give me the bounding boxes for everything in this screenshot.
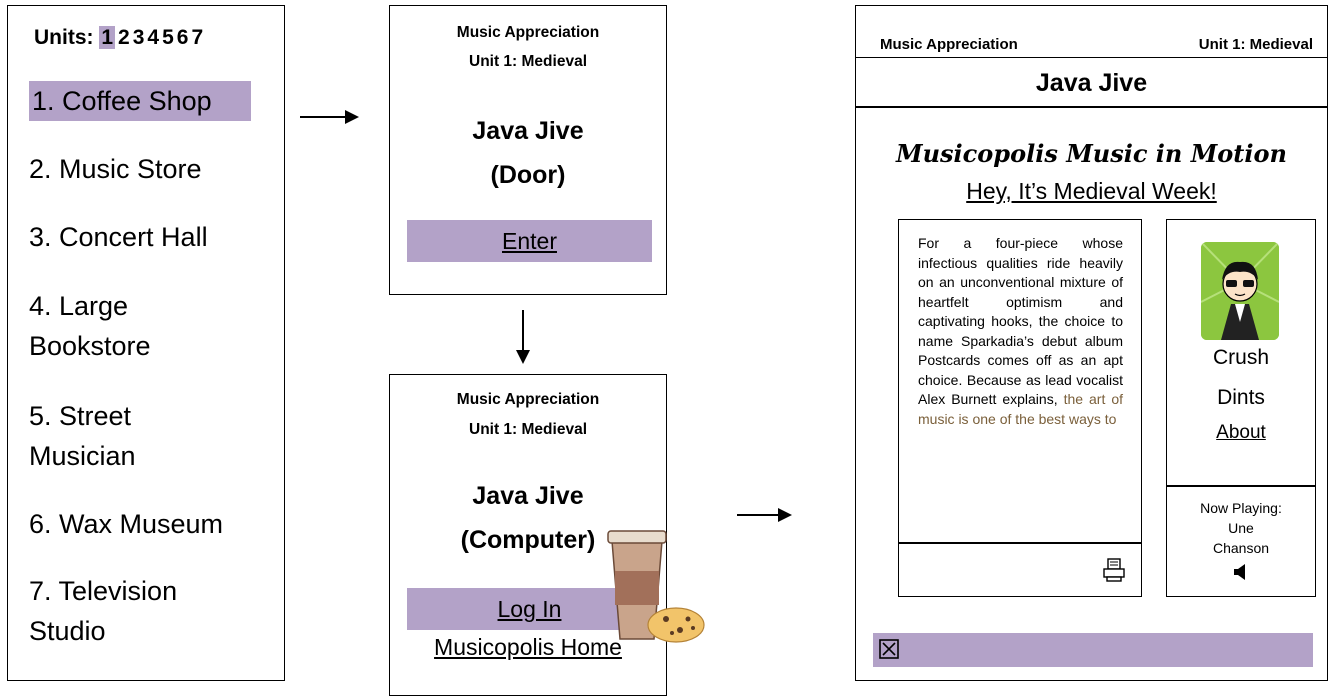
home-link[interactable]: Musicopolis Home bbox=[390, 630, 666, 664]
unit-tab-2[interactable]: 2 bbox=[118, 26, 130, 49]
coffee-cup-icon bbox=[607, 530, 705, 643]
header-divider bbox=[856, 57, 1327, 58]
login-button[interactable]: Log In bbox=[407, 588, 652, 630]
menu-item-label: 3. Concert Hall bbox=[29, 222, 208, 252]
article-text: For a four-piece whose infectious qualit… bbox=[918, 234, 1123, 429]
article-body: For a four-piece whose infectious qualit… bbox=[918, 235, 1123, 407]
footer-bar bbox=[873, 633, 1313, 667]
unit-title: Unit 1: Medieval bbox=[469, 53, 587, 70]
flow-arrow-down bbox=[516, 310, 530, 364]
view-title: (Door) bbox=[490, 161, 566, 189]
menu-item-label: 2. Music Store bbox=[29, 154, 202, 184]
unit-tab-1[interactable]: 1 bbox=[99, 26, 116, 49]
header-unit: Unit 1: Medieval bbox=[1198, 36, 1313, 53]
menu-item-label-line2: Musician bbox=[29, 441, 136, 471]
avatar[interactable] bbox=[1201, 242, 1279, 340]
article-divider bbox=[899, 542, 1141, 544]
place-title: Java Jive bbox=[472, 482, 584, 510]
menu-item-music-store[interactable]: 2. Music Store bbox=[29, 149, 202, 189]
enter-button[interactable]: Enter bbox=[407, 220, 652, 262]
artist-box: Crush Dints About Now Playing: Une Chans… bbox=[1166, 219, 1316, 597]
header-divider bbox=[856, 106, 1327, 108]
unit-title: Unit 1: Medieval bbox=[469, 421, 587, 438]
login-button-label: Log In bbox=[497, 596, 562, 622]
song-title-line2: Chanson bbox=[1212, 540, 1270, 556]
now-playing-label: Now Playing: bbox=[1200, 500, 1282, 516]
menu-item-television-studio[interactable]: 7. Television Studio bbox=[29, 571, 177, 651]
unit-tab-6[interactable]: 6 bbox=[176, 26, 189, 49]
menu-item-label: 1. Coffee Shop bbox=[32, 86, 212, 116]
menu-item-label-line2: Studio bbox=[29, 616, 106, 646]
menu-item-concert-hall[interactable]: 3. Concert Hall bbox=[29, 217, 208, 257]
menu-item-label: 6. Wax Museum bbox=[29, 509, 224, 539]
header-course: Music Appreciation bbox=[880, 36, 1018, 53]
door-screen-panel: Music Appreciation Unit 1: Medieval Java… bbox=[389, 5, 667, 295]
news-page-panel: Music Appreciation Unit 1: Medieval Java… bbox=[855, 5, 1328, 681]
view-title: (Computer) bbox=[460, 526, 596, 554]
place-title: Java Jive bbox=[472, 117, 584, 145]
menu-item-large-bookstore[interactable]: 4. Large Bookstore bbox=[29, 286, 151, 366]
print-icon[interactable] bbox=[1103, 558, 1125, 582]
menu-item-label-line2: Bookstore bbox=[29, 331, 151, 361]
article-link[interactable]: the art of music is one of the best ways… bbox=[918, 391, 1123, 427]
headline-link[interactable]: Hey, It’s Medieval Week! bbox=[966, 178, 1217, 204]
close-icon[interactable] bbox=[879, 639, 899, 659]
unit-tab-7[interactable]: 7 bbox=[191, 26, 204, 49]
menu-item-label: 5. Street bbox=[29, 401, 132, 431]
artist-divider bbox=[1167, 485, 1315, 487]
speaker-icon[interactable] bbox=[1233, 564, 1247, 580]
artist-name-line2: Dints bbox=[1217, 386, 1265, 409]
artist-avatar-icon bbox=[1201, 242, 1279, 340]
unit-tab-5[interactable]: 5 bbox=[162, 26, 174, 49]
menu-item-street-musician[interactable]: 5. Street Musician bbox=[29, 396, 136, 476]
page-title: Java Jive bbox=[1035, 69, 1148, 97]
unit-tab-3[interactable]: 3 bbox=[132, 26, 145, 49]
enter-button-label: Enter bbox=[502, 228, 557, 254]
course-title: Music Appreciation bbox=[456, 24, 600, 41]
publication-title: Musicopolis Music in Motion bbox=[896, 139, 1287, 168]
course-title: Music Appreciation bbox=[456, 391, 600, 408]
menu-item-wax-museum[interactable]: 6. Wax Museum bbox=[29, 504, 223, 544]
units-label: Units: bbox=[34, 26, 94, 49]
flow-arrow-right-2 bbox=[737, 508, 792, 522]
computer-screen-panel: Music Appreciation Unit 1: Medieval Java… bbox=[389, 374, 705, 696]
artist-name: Crush bbox=[1212, 346, 1270, 369]
song-title: Une bbox=[1228, 520, 1254, 536]
menu-item-coffee-shop[interactable]: 1. Coffee Shop bbox=[29, 81, 251, 121]
menu-item-label: 7. Television bbox=[29, 576, 178, 606]
menu-item-label: 4. Large bbox=[29, 291, 129, 321]
flow-arrow-right-1 bbox=[300, 110, 359, 124]
article-box: For a four-piece whose infectious qualit… bbox=[898, 219, 1142, 597]
home-link-label: Musicopolis Home bbox=[434, 634, 622, 660]
unit-tab-4[interactable]: 4 bbox=[147, 26, 160, 49]
about-link[interactable]: About bbox=[1216, 422, 1266, 443]
